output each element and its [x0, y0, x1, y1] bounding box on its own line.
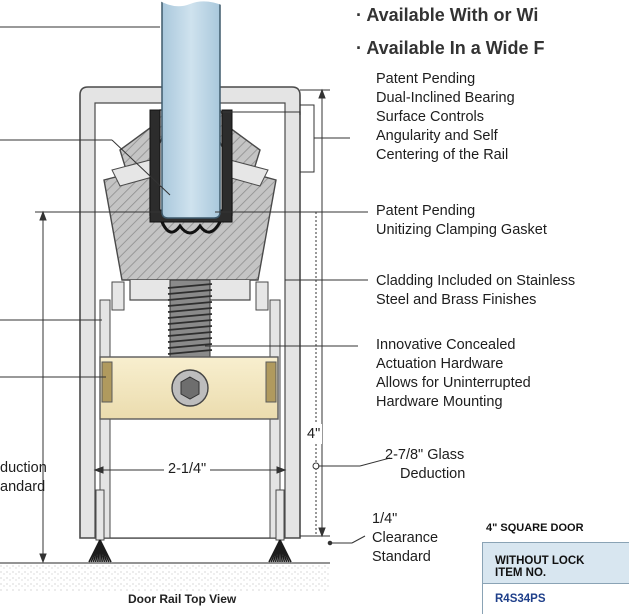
callout-gasket: Patent Pending Unitizing Clamping Gasket	[376, 202, 547, 240]
glass-panel	[158, 0, 224, 219]
bolt-thread	[167, 325, 213, 331]
callout-bearing-line: Angularity and Self	[376, 128, 498, 144]
bolt-thread	[167, 319, 213, 325]
dimension-width-label: 2-1/4"	[164, 461, 211, 477]
callout-cladding-line: Cladding Included on Stainless	[376, 273, 576, 289]
bolt-thread	[167, 307, 213, 313]
bolt-thread	[167, 349, 213, 355]
bolt-thread	[167, 295, 213, 301]
bolt-thread	[167, 313, 213, 319]
table-header-line: WITHOUT LOCK	[495, 555, 585, 567]
callout-actuation-line: Actuation Hardware	[376, 356, 504, 372]
actuation-insert	[99, 356, 279, 420]
callout-leaders	[0, 26, 368, 378]
table-title: 4" SQUARE DOOR	[486, 522, 584, 534]
callout-clearance-line: Standard	[372, 549, 431, 565]
dimension-lines	[35, 88, 391, 564]
callout-gasket-line: Unitizing Clamping Gasket	[376, 222, 547, 238]
callout-actuation-line: Hardware Mounting	[376, 394, 503, 410]
callout-left-line: andard	[0, 479, 46, 495]
table-header-line: ITEM NO.	[495, 567, 547, 579]
bolt-thread	[167, 343, 213, 349]
brush-seals	[88, 489, 292, 563]
callout-clearance-line: 1/4"	[372, 511, 398, 527]
callout-actuation-line: Allows for Uninterrupted	[376, 375, 531, 391]
callout-bearing-line: Dual-Inclined Bearing	[376, 90, 515, 106]
actuation-bolt	[167, 279, 213, 359]
callout-bearing-line: Surface Controls	[376, 109, 484, 125]
callout-clearance: 1/4" Clearance Standard	[372, 510, 438, 567]
bolt-thread	[167, 337, 213, 343]
table-row: R4S34PS	[482, 584, 629, 614]
feature-bullet-2: · Available In a Wide F	[356, 38, 545, 58]
callout-cladding: Cladding Included on Stainless Steel and…	[376, 272, 575, 310]
bolt-thread	[167, 301, 213, 307]
callout-left-deduction: duction andard	[0, 459, 47, 497]
brush-bristle	[99, 539, 112, 563]
feature-bullet-1-text: Available With or Wi	[366, 5, 539, 25]
feature-bullet-1: · Available With or Wi	[356, 5, 539, 25]
bolt-thread	[167, 331, 213, 337]
callout-bearing-line: Patent Pending	[376, 71, 476, 87]
callout-bearing: Patent Pending Dual-Inclined Bearing Sur…	[376, 70, 515, 165]
bolt-thread	[167, 289, 213, 295]
dimension-height-label: 4"	[305, 424, 323, 444]
brush-bristle	[279, 539, 292, 563]
callout-gasket-line: Patent Pending	[376, 203, 476, 219]
feature-bullet-2-text: Available In a Wide F	[366, 38, 545, 58]
diagram-caption: Door Rail Top View	[128, 592, 237, 606]
floor	[0, 562, 330, 591]
callout-actuation: Innovative Concealed Actuation Hardware …	[376, 336, 531, 412]
bolt-thread	[167, 283, 213, 289]
clamping-gasket	[149, 109, 233, 235]
table-item-number[interactable]: R4S34PS	[495, 593, 546, 605]
callout-clearance-line: Clearance	[372, 530, 439, 546]
table-header-cell: WITHOUT LOCK ITEM NO.	[482, 542, 629, 584]
callout-glass-deduction-line: 2-7/8" Glass	[385, 447, 465, 463]
callout-glass-deduction-line: Deduction	[400, 466, 466, 482]
callout-glass-deduction: 2-7/8" Glass Deduction	[384, 446, 465, 484]
callout-bearing-line: Centering of the Rail	[376, 147, 509, 163]
callout-left-line: duction	[0, 460, 47, 476]
callout-actuation-line: Innovative Concealed	[376, 337, 516, 353]
callout-cladding-line: Steel and Brass Finishes	[376, 292, 537, 308]
